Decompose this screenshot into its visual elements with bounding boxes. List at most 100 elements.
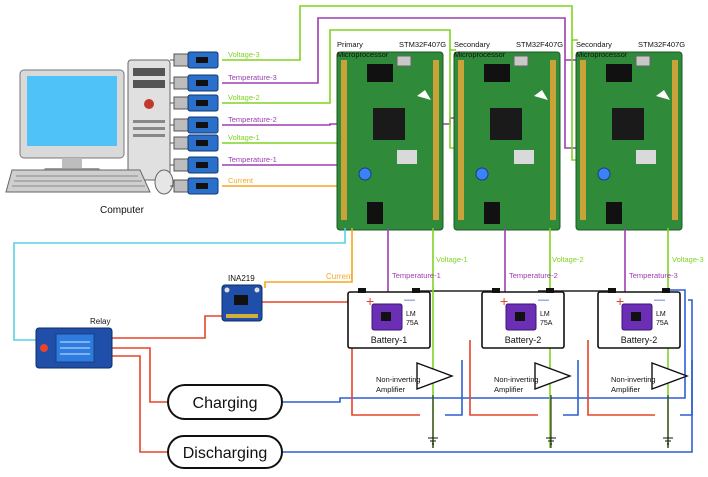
computer-label: Computer [100, 205, 145, 216]
pin-header-right [433, 60, 439, 220]
board-role-line2: Microprocessor [576, 50, 628, 59]
microprocessor-board [454, 52, 560, 230]
battery-minus: — [404, 294, 415, 306]
mcu-chip [612, 108, 644, 140]
usb-adapter [170, 117, 218, 133]
tower-vent [133, 127, 165, 130]
drive-bay [133, 68, 165, 76]
amplifier-label-line1: Non-inverting [611, 375, 656, 384]
usb-plug-icon [174, 137, 188, 149]
usb-link-label: Current [228, 176, 254, 185]
ina219-label: INA219 [228, 274, 255, 283]
ina219-current-label: Current [326, 272, 353, 281]
usb-serial-chip [196, 100, 208, 106]
lm75a-chip [381, 312, 391, 321]
usb-adapter [170, 157, 218, 173]
board-model: STM32F407G [638, 40, 685, 49]
usb-adapters: Voltage-3Temperature-3Voltage-2Temperatu… [170, 50, 277, 194]
battery-terminal-positive [492, 288, 500, 293]
usb-plug-icon [174, 180, 188, 192]
mcu-chip [373, 108, 405, 140]
lm75a-label: LM [656, 311, 666, 318]
amplifiers: Non-invertingAmplifierNon-invertingAmpli… [376, 363, 687, 448]
user-button-icon [476, 168, 488, 180]
usb-link-label: Voltage-1 [228, 133, 260, 142]
batteries: +—LM75ABattery-1+—LM75ABattery-2+—LM75AB… [348, 288, 680, 348]
lm75a-chip [515, 312, 525, 321]
usb-adapter [170, 135, 218, 151]
usb-link-label: Temperature-2 [228, 115, 277, 124]
usb-adapter [170, 75, 218, 91]
battery-plus: + [616, 293, 624, 309]
battery-label: Battery-2 [505, 335, 542, 345]
battery-minus: — [654, 294, 665, 306]
lm75a-model: 75A [656, 320, 669, 327]
board-role-line1: Secondary [576, 40, 612, 49]
user-button-icon [359, 168, 371, 180]
battery-label: Battery-2 [621, 335, 658, 345]
usb-adapter [170, 95, 218, 111]
relay-label: Relay [90, 317, 110, 326]
power-icon [144, 99, 154, 109]
usb-plug-icon [174, 159, 188, 171]
tower-vent [133, 120, 165, 123]
temperature-sense-label: Temperature-2 [509, 271, 558, 280]
pin-header-left [580, 60, 586, 220]
voltage-sense-label: Voltage-1 [436, 255, 468, 264]
drive-bay [133, 80, 165, 88]
mount-hole [255, 288, 260, 293]
voltage-sense-label: Voltage-2 [552, 255, 584, 264]
usb-adapter [170, 178, 218, 194]
pin-header-left [458, 60, 464, 220]
battery-plus: + [366, 293, 374, 309]
audio-jack-icon [484, 202, 500, 224]
usb-serial-chip [196, 80, 208, 86]
lm75a-label: LM [406, 311, 416, 318]
user-button-icon [598, 168, 610, 180]
lm75a-model: 75A [540, 320, 553, 327]
relay-ina219-wire [110, 316, 225, 338]
relay-signal-wire [14, 228, 345, 340]
battery-terminal-positive [358, 288, 366, 293]
tower-vent [133, 134, 165, 137]
usb-serial-chip [196, 162, 208, 168]
ina219-battery1-wire [258, 300, 352, 302]
lm75a-label: LM [540, 311, 550, 318]
usb-plug-icon [174, 97, 188, 109]
usb-adapter [170, 52, 218, 68]
temperature-sense-label: Temperature-3 [629, 271, 678, 280]
non-inverting-amplifier [535, 363, 570, 448]
amplifier-label-line2: Amplifier [611, 385, 641, 394]
amp-3-feedback-wire [680, 360, 692, 415]
amplifier-label-line2: Amplifier [494, 385, 524, 394]
relay: Relay [36, 317, 112, 368]
lm75a-chip [631, 312, 641, 321]
usb-port-icon [397, 56, 411, 66]
amp-2-feedback-wire [563, 360, 578, 415]
board-role-line2: Microprocessor [337, 50, 389, 59]
usb-link-label: Temperature-1 [228, 155, 277, 164]
discharging-label: Discharging [183, 445, 267, 462]
audio-chip [514, 150, 534, 164]
board-role-line1: Primary [337, 40, 363, 49]
ina219-sensor: INA219 Current [222, 272, 353, 321]
usb-serial-chip [196, 122, 208, 128]
voltage-sense-label: Voltage-3 [672, 255, 704, 264]
usb-serial-chip [196, 183, 208, 189]
computer: Computer [6, 60, 173, 216]
usb-plug-icon [174, 54, 188, 66]
st-link-chip [484, 64, 510, 82]
non-inverting-amplifier [652, 363, 687, 448]
board-role-line1: Secondary [454, 40, 490, 49]
audio-chip [636, 150, 656, 164]
signal-labels: Voltage-1Temperature-1Voltage-2Temperatu… [392, 255, 704, 280]
lm75a-model: 75A [406, 320, 419, 327]
op-amp-icon [417, 363, 452, 389]
mouse-icon [155, 170, 173, 194]
board-model: STM32F407G [399, 40, 446, 49]
battery-minus: — [538, 294, 549, 306]
battery-terminal-negative [412, 288, 420, 293]
